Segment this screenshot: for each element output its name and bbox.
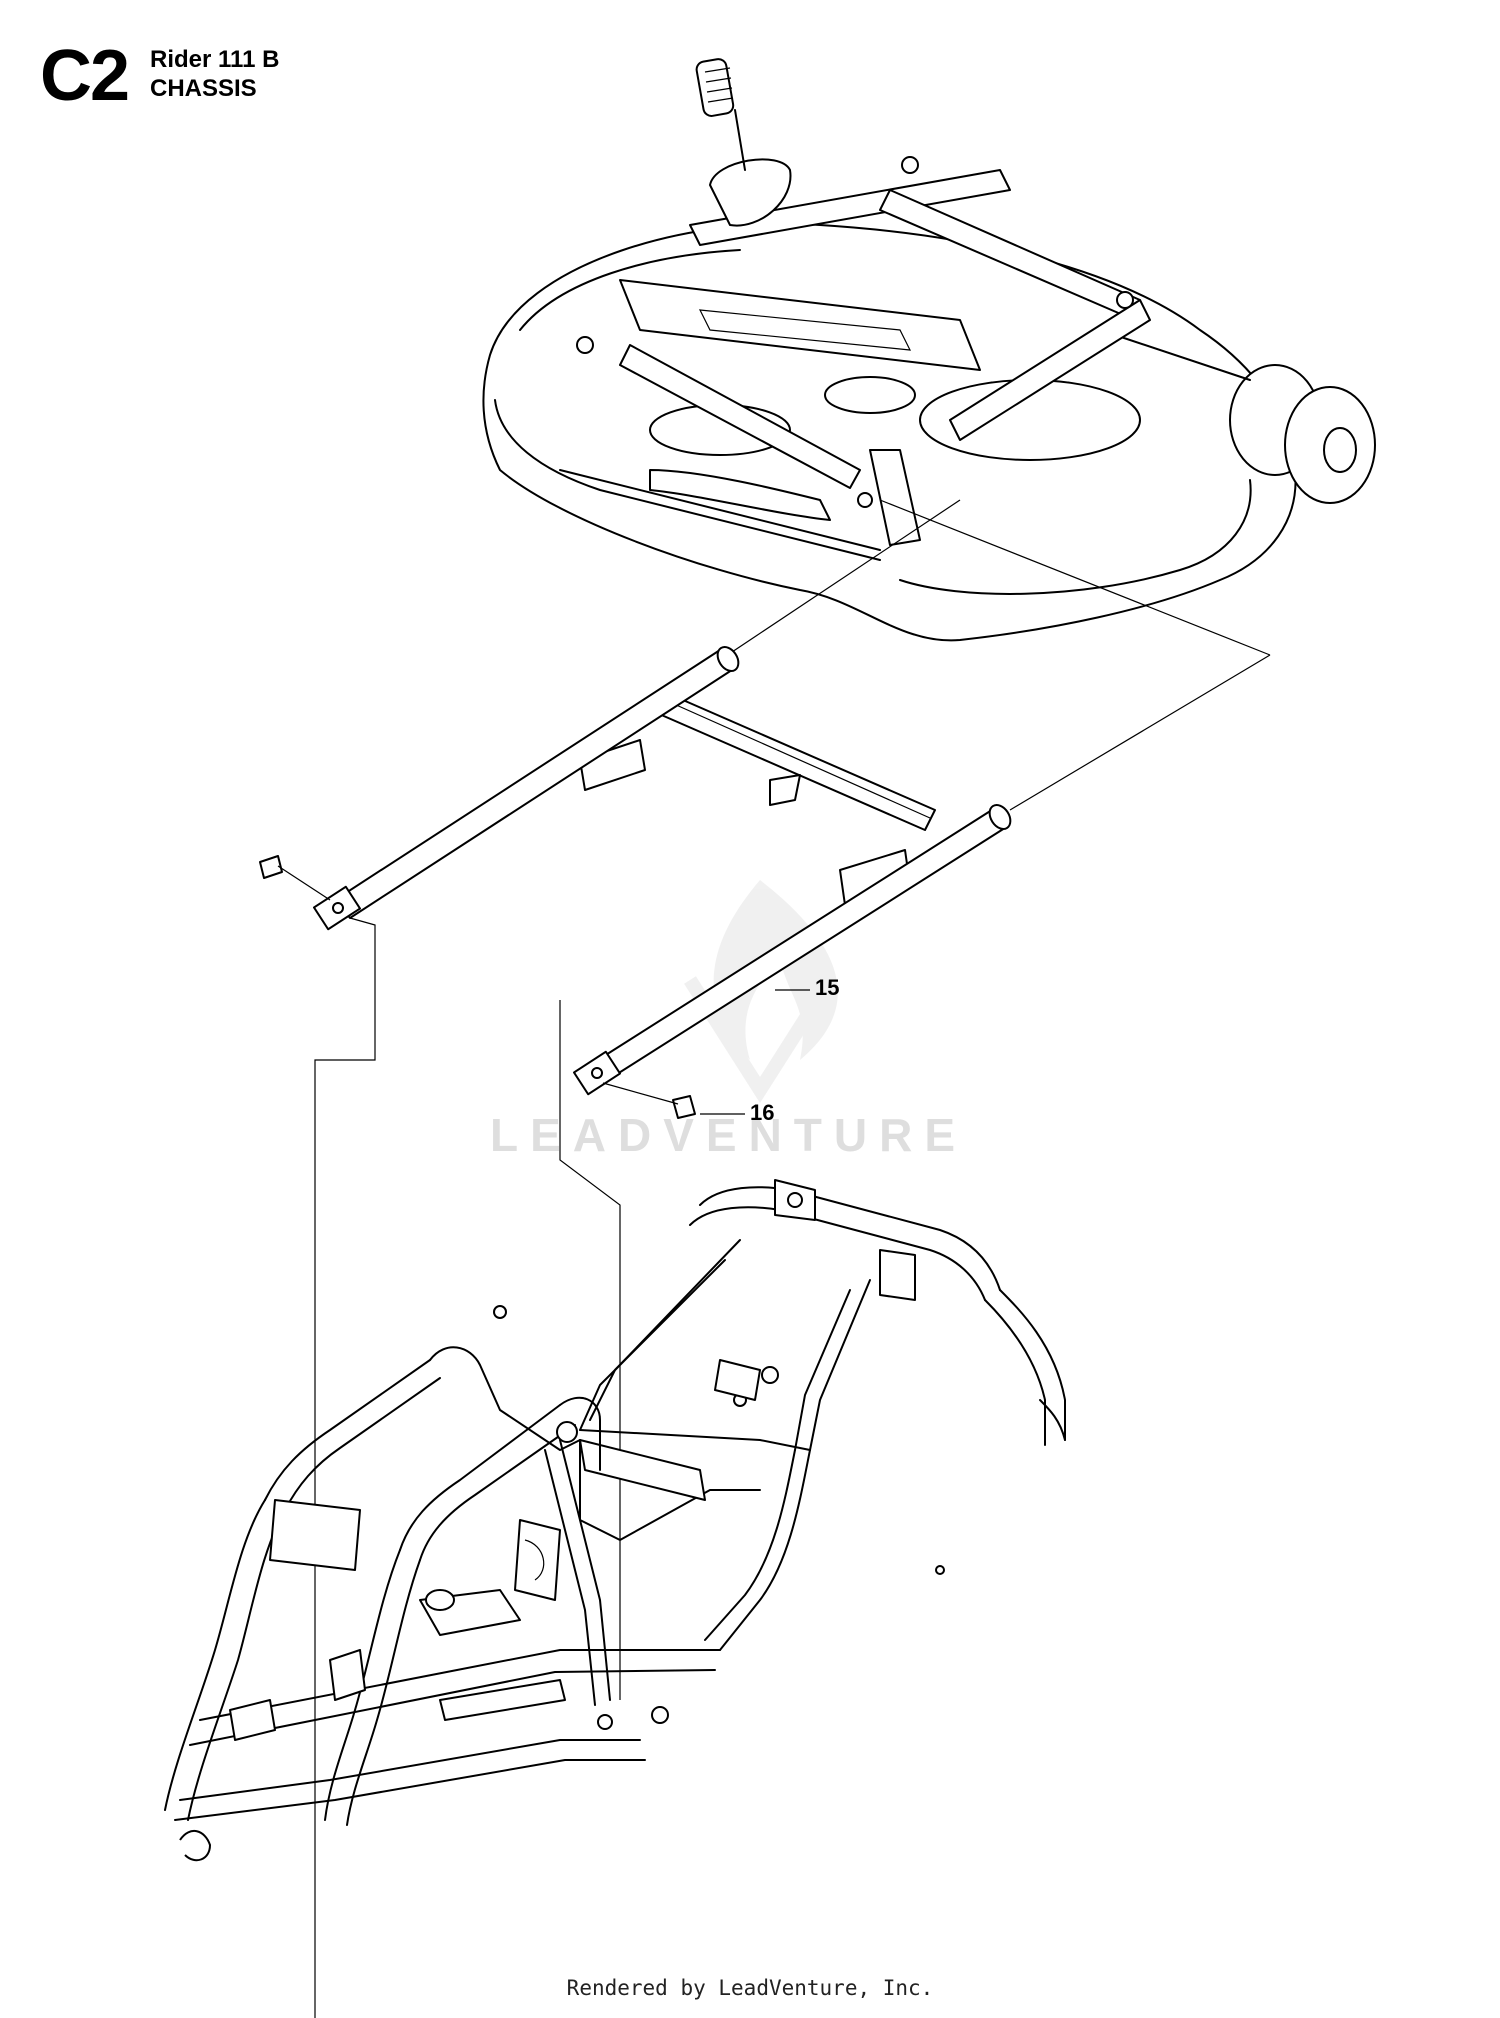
projection-line-left xyxy=(314,917,376,2018)
callout-16[interactable]: 16 xyxy=(750,1100,775,1125)
model-title: Rider 111 B xyxy=(150,46,280,73)
bracket-left xyxy=(579,739,646,791)
footer-credit: Rendered by LeadVenture, Inc. xyxy=(566,1976,934,2000)
watermark-logo-icon xyxy=(684,880,838,1104)
side-plate xyxy=(514,1519,561,1601)
lever-handle xyxy=(695,58,735,117)
height-lever-base xyxy=(709,158,792,227)
diagram-code: C2 xyxy=(40,36,130,116)
alignment-line xyxy=(1009,654,1271,811)
chassis-frame xyxy=(164,1179,1066,1862)
bolt-right xyxy=(602,1082,696,1119)
bolt-left xyxy=(259,855,331,901)
spindle-cap xyxy=(824,376,916,414)
deck-lift-arm xyxy=(689,169,1011,246)
rear-plate xyxy=(269,1499,361,1571)
deck-rod-right xyxy=(572,804,1012,1096)
mower-deck xyxy=(482,58,1376,642)
alignment-line xyxy=(879,499,1271,656)
deck-hanger-bracket xyxy=(869,449,921,546)
callout-15[interactable]: 15 xyxy=(815,975,840,1000)
deck-rod-left xyxy=(312,646,740,931)
dash-bracket xyxy=(879,1249,916,1301)
alignment-line xyxy=(719,499,961,661)
projection-line-right xyxy=(559,1000,621,1700)
watermark-text: LEADVENTURE xyxy=(490,1109,968,1161)
front-cross-member xyxy=(579,689,936,906)
section-title: CHASSIS xyxy=(150,75,257,102)
